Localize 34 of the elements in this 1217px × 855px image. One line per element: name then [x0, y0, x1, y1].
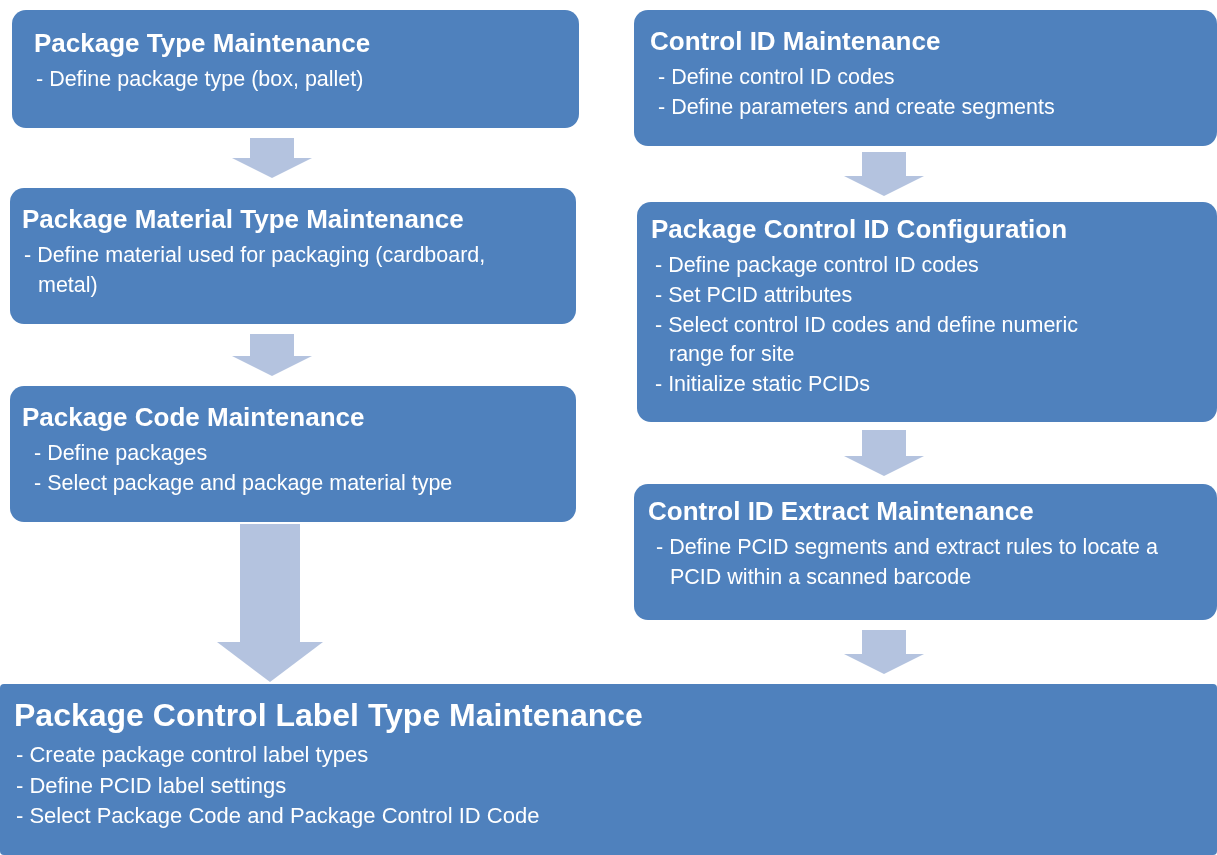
block-arrow: [844, 152, 924, 196]
box-title: Package Control ID Configuration: [651, 214, 1069, 246]
process-box: [10, 386, 576, 522]
bullet-text: - Define package type (box, pallet): [35, 66, 365, 94]
process-box: [634, 10, 1217, 146]
process-box: [634, 484, 1217, 620]
bullet-text: - Set PCID attributes: [654, 281, 854, 309]
bullet-text: - Select Package Code and Package Control ID Code: [15, 802, 541, 831]
process-box: [10, 188, 576, 324]
block-arrow: [232, 138, 312, 178]
bullet-text: - Define packages: [33, 440, 209, 468]
bullet-text: - Define package control ID codes: [654, 252, 980, 280]
process-box: [12, 10, 579, 128]
box-title: Control ID Extract Maintenance: [648, 496, 1035, 528]
box-title: Package Type Maintenance: [34, 28, 372, 60]
bullet-text: - Create package control label types: [15, 741, 370, 770]
box-title: Package Code Maintenance: [22, 402, 366, 434]
block-arrow: [232, 334, 312, 376]
bullet-text: - Initialize static PCIDs: [654, 370, 872, 398]
block-arrow: [844, 430, 924, 476]
block-arrow: [217, 524, 323, 682]
bullet-text: - Define PCID segments and extract rules to locate a PCID within a scanned barcode: [655, 534, 1159, 591]
box-title: Control ID Maintenance: [650, 26, 942, 58]
bullet-text: - Define PCID label settings: [15, 771, 288, 800]
process-box: [637, 202, 1217, 422]
block-arrow: [844, 630, 924, 674]
bullet-text: - Select control ID codes and define numeric range for site: [654, 311, 1080, 369]
box-title: Package Control Label Type Maintenance: [14, 696, 644, 735]
box-title: Package Material Type Maintenance: [22, 204, 465, 236]
bullet-text: - Define parameters and create segments: [657, 93, 1056, 121]
bullet-text: - Define control ID codes: [657, 64, 896, 92]
bullet-text: - Define material used for packaging (cardboard, metal): [23, 242, 487, 299]
bullet-text: - Select package and package material type: [33, 469, 454, 497]
process-box: [0, 684, 1217, 855]
